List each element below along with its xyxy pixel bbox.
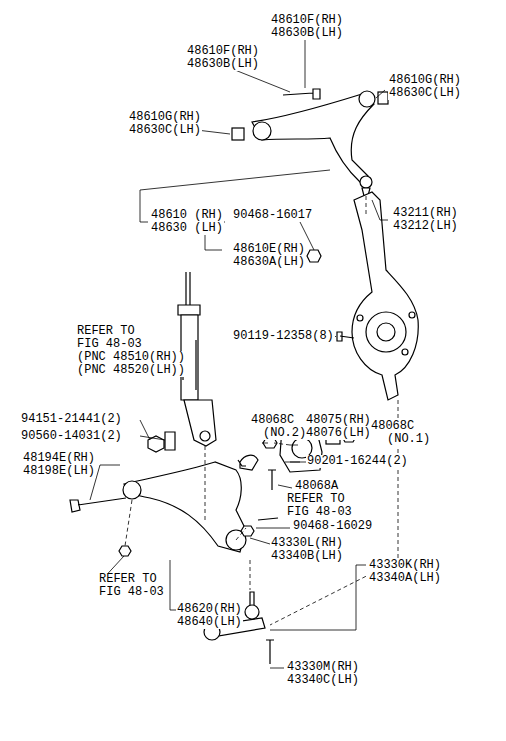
- part-number: 94151-21441(2): [20, 413, 123, 426]
- part-number: 43212(LH): [392, 220, 459, 233]
- part-number: (NO.2): [262, 427, 307, 440]
- part-number: 43340C(LH): [286, 674, 360, 687]
- part-number: 48610E(RH): [232, 243, 306, 256]
- part-number: 48630B(LH): [270, 27, 344, 40]
- part-number: 48068A: [294, 480, 339, 493]
- part-number: 48620(RH): [176, 603, 243, 616]
- part-number: REFER TO: [76, 325, 136, 338]
- part-number: 90468-16029: [292, 520, 373, 533]
- part-number: REFER TO: [98, 573, 158, 586]
- dashed-lines: [125, 196, 398, 625]
- part-number: FIG 48-03: [76, 338, 143, 351]
- part-number: FIG 48-03: [286, 506, 353, 519]
- part-number: 48630B(LH): [186, 58, 260, 71]
- part-number: 48630C(LH): [128, 124, 202, 137]
- part-number: 90201-16244(2): [306, 455, 409, 468]
- part-number: 43330M(RH): [286, 661, 360, 674]
- part-number: 48068C: [250, 414, 295, 427]
- bolt: [283, 89, 320, 99]
- part-number: 90468-16017: [232, 209, 313, 222]
- part-number: 43330L(RH): [270, 537, 344, 550]
- part-number: 43330K(RH): [368, 559, 442, 572]
- part-number: 48630A(LH): [232, 256, 306, 269]
- part-number: 90119-12358(8): [232, 330, 335, 343]
- part-number: (NO.1): [386, 433, 431, 446]
- upper-arm: [252, 94, 374, 182]
- part-number: (PNC 48520(LH)): [76, 364, 186, 377]
- part-number: 48068C: [370, 420, 415, 433]
- part-number: 48610G(RH): [388, 74, 462, 87]
- part-number: (PNC 48510(RH)): [76, 351, 186, 364]
- lower-arm: [124, 462, 246, 552]
- part-number: 43340B(LH): [270, 550, 344, 563]
- part-number: 48640(LH): [176, 616, 243, 629]
- part-number: 43340A(LH): [368, 572, 442, 585]
- part-number: 48610 (RH): [150, 209, 224, 222]
- part-number: 48075(RH): [305, 414, 372, 427]
- part-number: REFER TO: [286, 493, 346, 506]
- shock-absorber: [186, 272, 190, 305]
- part-number: 43211(RH): [392, 207, 459, 220]
- part-number: 48610G(RH): [128, 111, 202, 124]
- part-number: FIG 48-03: [98, 586, 165, 599]
- part-number: 48610F(RH): [270, 14, 344, 27]
- part-number: 48610F(RH): [186, 45, 260, 58]
- part-number: 90560-14031(2): [20, 430, 123, 443]
- part-number: 48194E(RH): [22, 452, 96, 465]
- part-number: 48198E(LH): [22, 465, 96, 478]
- part-number: 48630C(LH): [388, 87, 462, 100]
- part-number: 48630 (LH): [150, 222, 224, 235]
- bushing: [232, 128, 244, 140]
- part-number: 48076(LH): [305, 427, 372, 440]
